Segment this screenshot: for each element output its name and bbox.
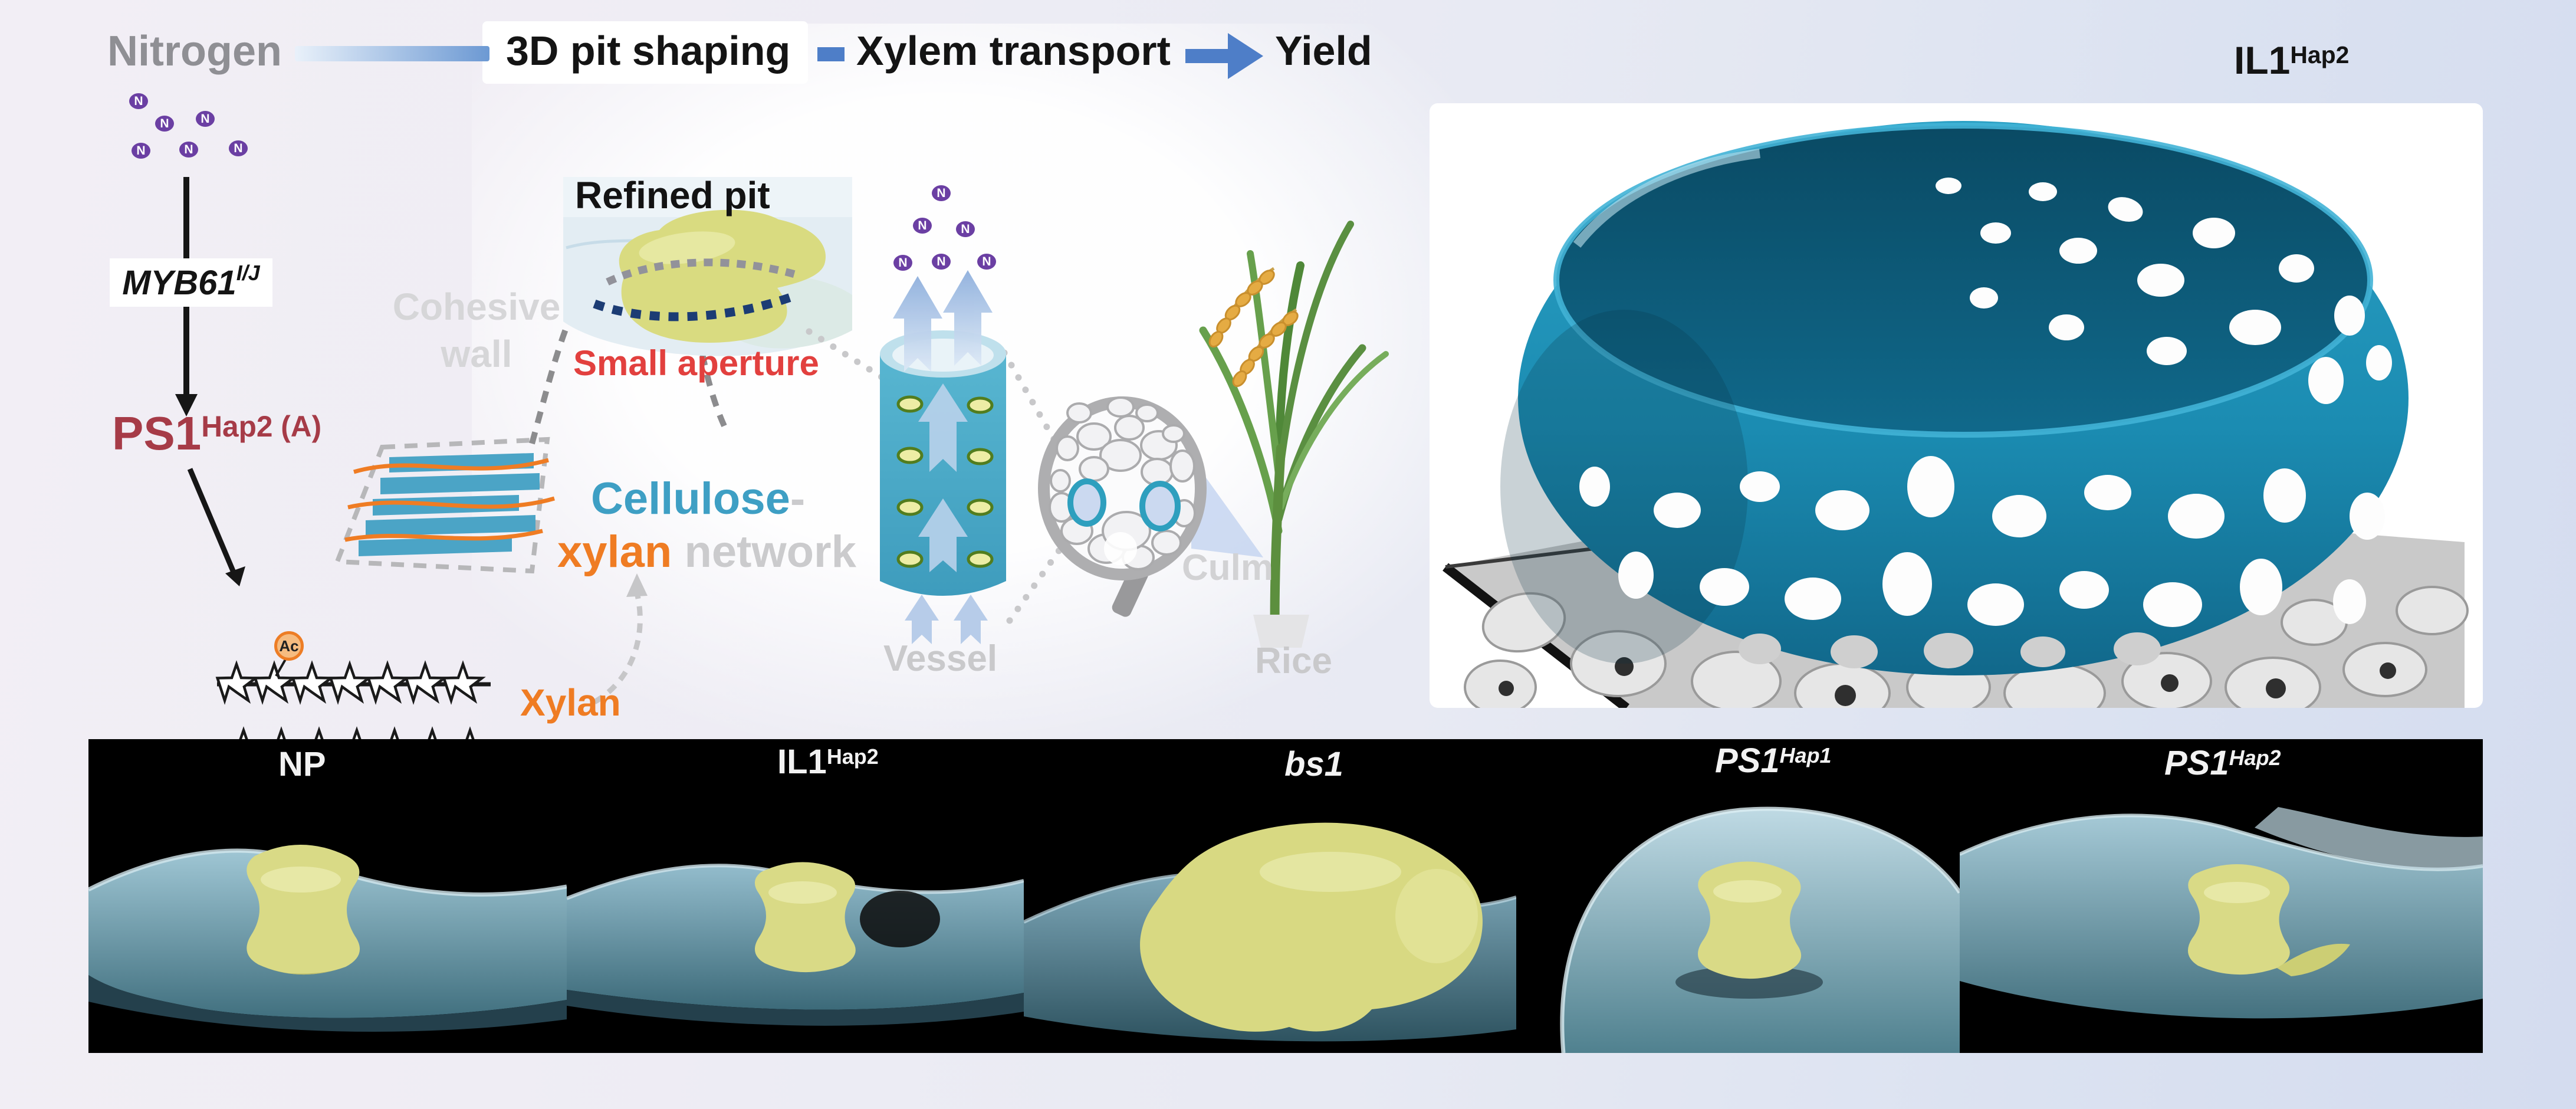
ring-holes	[1579, 178, 2392, 627]
bottom-panel-label-ps1hap2: PS1Hap2	[2164, 744, 2281, 782]
label-xylan: Xylan	[520, 681, 621, 724]
right-panel-title-base: IL1	[2234, 38, 2291, 82]
wall-dotted-line	[606, 258, 802, 286]
culm-magnifier	[1038, 396, 1263, 617]
header-highlight-box	[482, 21, 808, 84]
ps1-base: PS1	[112, 407, 202, 460]
ps1hap2-sup: Hap2	[2229, 745, 2281, 770]
network-word: network	[672, 527, 856, 577]
label-refined-pit: Refined pit	[575, 174, 770, 216]
pit-render-ps1hap2	[1960, 807, 2483, 1019]
arrow-right-icon	[1185, 33, 1263, 79]
hyphen: -	[790, 474, 806, 524]
ps1hap2-base: PS1	[2164, 744, 2229, 782]
cohesive-line2: wall	[441, 333, 512, 375]
pit-render-np	[88, 845, 567, 1032]
np-base: NP	[278, 745, 326, 783]
bottom-strip	[88, 739, 2483, 1053]
nitrogen-molecule-icon: N	[956, 221, 975, 237]
rice-plant	[1199, 221, 1389, 648]
nitrogen-molecule-icon: N	[229, 140, 248, 156]
nitrogen-molecule-icon: N	[196, 111, 215, 127]
nitrogen-out-arrow-icon	[893, 270, 993, 372]
label-vessel: Vessel	[883, 638, 998, 679]
nitrogen-molecule-icon: N	[977, 254, 996, 270]
label-small-aperture: Small aperture	[573, 343, 819, 383]
pit-render-il1	[567, 862, 1024, 1026]
gradient-bar-icon	[295, 46, 489, 61]
gene-label-ps1: PS1Hap2 (A)	[112, 409, 321, 458]
bottom-panel-label-np: NP	[278, 745, 326, 783]
nitrogen-molecule-icon: N	[155, 116, 174, 132]
label-nitrogen: Nitrogen	[107, 28, 282, 75]
ps1-to-xylan-arrow-icon	[187, 468, 245, 586]
label-culm: Culm	[1182, 547, 1273, 588]
myb61-sup: I/J	[236, 260, 260, 285]
nitrogen-molecule-icon: N	[129, 93, 148, 109]
right-panel-title: IL1Hap2	[2234, 40, 2349, 81]
myb61-base: MYB61	[122, 263, 236, 302]
nitrogen-molecule-icon: N	[932, 254, 951, 270]
refined-pit-image	[563, 177, 852, 356]
nitrogen-molecule-icon: N	[893, 255, 912, 271]
plant-pot	[1253, 615, 1309, 648]
nitrogen-molecule-icon: N	[132, 143, 150, 159]
pit-render-ps1hap1	[1560, 806, 1960, 1053]
ps1hap1-base: PS1	[1715, 741, 1780, 780]
cellulose-word: Cellulose	[591, 474, 790, 524]
cohesive-line1: Cohesive	[392, 286, 561, 328]
flow-up-arrow-icon	[918, 383, 968, 572]
dash-icon	[817, 47, 845, 61]
ps1-sup: Hap2 (A)	[201, 409, 322, 443]
bottom-panel-label-ps1hap1: PS1Hap1	[1715, 743, 1832, 779]
label-rice: Rice	[1255, 641, 1332, 681]
label-step-yield: Yield	[1275, 28, 1372, 74]
label-step-pit-shaping: 3D pit shaping	[506, 28, 791, 74]
bottom-panel-label-il1: IL1Hap2	[777, 744, 879, 780]
header-flow-icons	[295, 33, 1263, 79]
vessel-ring-render	[1443, 121, 2469, 708]
cellulose-xylan-network-diagram	[334, 437, 555, 574]
bs1-base: bs1	[1284, 745, 1343, 783]
bottom-panel-label-bs1: bs1	[1284, 745, 1343, 783]
inflow-arrow-icon	[905, 595, 988, 644]
zoom-beam	[1191, 457, 1263, 557]
acetyl-badge: Ac	[274, 631, 304, 661]
il1-base: IL1	[777, 743, 827, 781]
nitrogen-molecule-icon: N	[913, 218, 932, 234]
vessel-3d-render-panel	[1430, 103, 2483, 708]
rice-panicles	[1208, 267, 1299, 388]
il1-sup: Hap2	[826, 744, 879, 769]
xylan-word: xylan	[557, 527, 672, 577]
xylan-to-network-arrow-icon	[593, 573, 648, 704]
right-panel-title-sup: Hap2	[2290, 41, 2350, 68]
label-network-line1: Cellulose-	[591, 475, 805, 523]
nitrogen-molecule-icon: N	[179, 142, 198, 158]
highlighted-vessel	[1139, 481, 1181, 531]
highlighted-vessel	[1067, 478, 1106, 527]
nitrogen-molecule-icon: N	[932, 185, 951, 201]
perforated-ring	[1500, 121, 2409, 675]
label-network-line2: xylan network	[557, 529, 856, 576]
pit-render-bs1	[1024, 822, 1516, 1042]
vessel-diagram	[880, 270, 1006, 644]
vessel-pits	[896, 395, 994, 568]
ps1hap1-sup: Hap1	[1779, 743, 1832, 767]
aperture-dotted-line	[593, 290, 799, 321]
label-step-xylem-transport: Xylem transport	[856, 28, 1171, 74]
label-cohesive-wall: Cohesive wall	[353, 283, 600, 378]
